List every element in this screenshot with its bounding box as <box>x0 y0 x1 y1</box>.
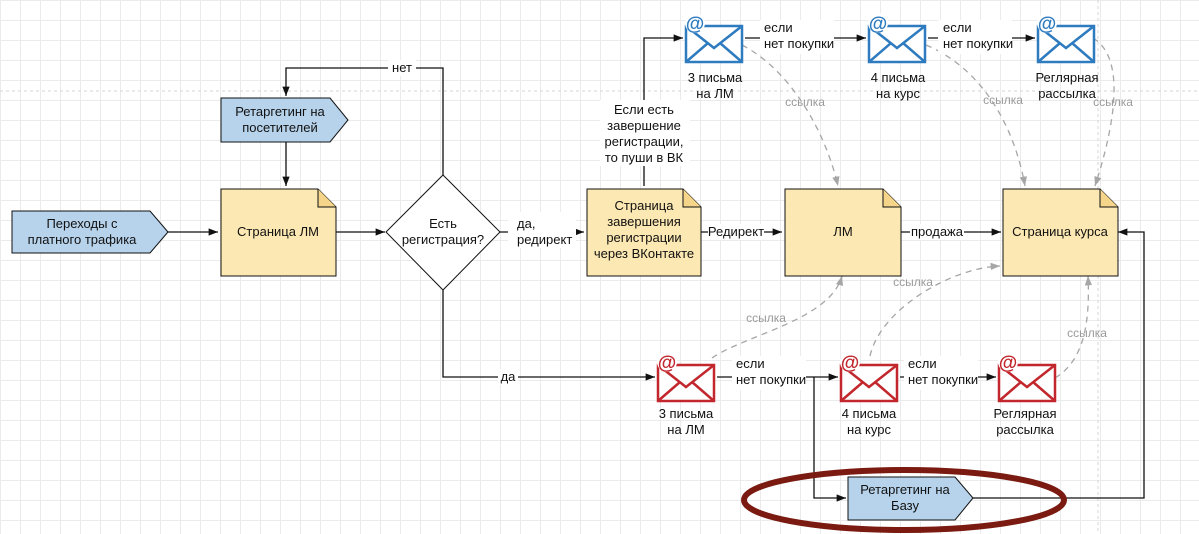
email-bottom-2-label-1: 4 письма <box>842 406 897 421</box>
email-icon: @ <box>684 13 744 64</box>
label-bg <box>760 20 834 54</box>
node-retarget-base-label-1: Ретаргетинг на <box>860 482 950 497</box>
edge-label-no: нет <box>392 60 412 75</box>
email-top-2-label-2: на курс <box>876 86 920 101</box>
node-course[interactable]: Страница курса <box>1002 188 1119 277</box>
edge-label-if-4b: нет покупки <box>908 372 978 387</box>
link-label: ссылка <box>1093 95 1133 109</box>
email-top-1[interactable]: @ <box>684 13 744 64</box>
edge-label-yes-redirect-1: да, <box>517 216 535 231</box>
email-icon: @ <box>1036 13 1096 64</box>
node-retarget-visitors-label-2: посетителей <box>242 120 317 135</box>
edge-yes <box>442 290 655 381</box>
node-traffic-label-1: Переходы с <box>46 216 118 231</box>
edge-label-if-4a: если <box>908 356 937 371</box>
email-bottom-3-label-1: Реглярная <box>993 406 1056 421</box>
node-reg-complete-label-4: через ВКонтакте <box>594 246 694 261</box>
label-bg <box>708 224 764 240</box>
email-top-1-label-1: 3 письма <box>688 70 743 85</box>
edge-label-push-3: регистрации, <box>605 134 684 149</box>
email-top-2-label-1: 4 письма <box>871 70 926 85</box>
email-icon: @ <box>997 352 1057 403</box>
email-bottom-3[interactable]: @ <box>997 352 1057 403</box>
link-edge <box>869 262 1001 357</box>
node-reg-complete-label-2: завершения <box>607 214 681 229</box>
label-bg <box>904 356 978 390</box>
svg-text:@: @ <box>658 353 677 374</box>
node-reg-complete-label-3: регистрации <box>606 230 681 245</box>
edge-to-retarget-base <box>813 377 846 502</box>
email-bottom-2-label-2: на курс <box>847 422 891 437</box>
node-retarget-visitors[interactable]: Ретаргетинг на посетителей <box>220 97 349 143</box>
edge-label-redirect: Редирект <box>708 224 764 239</box>
link-connectors <box>711 37 1115 379</box>
label-bg <box>732 356 806 390</box>
label-bg <box>508 212 576 248</box>
email-top-3[interactable]: @ <box>1036 13 1096 64</box>
edge-label-if-3a: если <box>736 356 765 371</box>
edge-base-to-course <box>973 228 1145 499</box>
node-traffic[interactable]: Переходы с платного трафика <box>11 210 169 254</box>
link-edge <box>1092 37 1115 187</box>
email-bottom-1[interactable]: @ <box>656 352 716 403</box>
label-bg <box>600 100 690 166</box>
edge-label-if-2b: нет покупки <box>943 36 1013 51</box>
node-lm-label: ЛМ <box>833 224 852 239</box>
label-bg <box>910 224 964 240</box>
edge-label-push-2: завершение <box>607 118 681 133</box>
node-reg-complete[interactable]: Страница завершения регистрации через ВК… <box>586 188 702 277</box>
link-label: ссылка <box>785 95 825 109</box>
link-edge <box>925 44 1027 187</box>
node-traffic-label-2: платного трафика <box>28 232 138 247</box>
highlight-ellipse <box>741 467 1067 533</box>
link-label: ссылка <box>983 93 1023 107</box>
email-icon: @ <box>867 13 927 64</box>
svg-text:@: @ <box>841 353 860 374</box>
email-top-3-label-2: рассылка <box>1038 86 1096 101</box>
label-bg <box>498 369 518 385</box>
email-top-3-label-1: Реглярная <box>1035 70 1098 85</box>
node-retarget-base-label-2: Базу <box>891 498 919 513</box>
email-top-2[interactable]: @ <box>867 13 927 64</box>
node-course-label: Страница курса <box>1012 224 1108 239</box>
node-retarget-visitors-label-1: Ретаргетинг на <box>235 104 325 119</box>
email-icon: @ <box>656 352 716 403</box>
edge-label-push-4: то пуши в ВК <box>605 150 684 165</box>
edge-label-push-1: Если есть <box>614 102 674 117</box>
edge-label-if-3b: нет покупки <box>736 372 806 387</box>
edge-label-if-1a: если <box>764 20 793 35</box>
node-decision[interactable]: Есть регистрация? <box>385 174 501 291</box>
edge-label-yes: да <box>501 369 517 384</box>
node-decision-label-2: регистрация? <box>402 232 484 247</box>
link-edge <box>711 275 844 359</box>
node-retarget-base[interactable]: Ретаргетинг на Базу <box>847 476 974 521</box>
label-bg <box>388 60 416 76</box>
email-icon: @ <box>839 352 899 403</box>
node-reg-complete-label-1: Страница <box>615 198 675 213</box>
svg-text:@: @ <box>686 14 705 35</box>
link-label: ссылка <box>746 311 786 325</box>
link-label: ссылка <box>893 275 933 289</box>
edge-no <box>282 67 444 175</box>
edge-label-yes-redirect-2: редирект <box>517 232 572 247</box>
svg-text:@: @ <box>1038 14 1057 35</box>
email-bottom-1-label-1: 3 письма <box>659 406 714 421</box>
email-bottom-2[interactable]: @ <box>839 352 899 403</box>
svg-text:@: @ <box>869 14 888 35</box>
node-lm[interactable]: ЛМ <box>784 188 902 277</box>
node-page-lm[interactable]: Страница ЛМ <box>220 188 337 277</box>
label-bg <box>938 20 1012 54</box>
node-page-lm-label: Страница ЛМ <box>237 224 319 239</box>
link-label: ссылка <box>1067 326 1107 340</box>
email-bottom-3-label-2: рассылка <box>996 422 1054 437</box>
edge-label-sale: продажа <box>911 224 964 239</box>
node-decision-label-1: Есть <box>429 216 457 231</box>
email-top-1-label-2: на ЛМ <box>696 86 733 101</box>
email-bottom-1-label-2: на ЛМ <box>667 422 704 437</box>
svg-text:@: @ <box>999 353 1018 374</box>
link-edge <box>741 44 840 187</box>
edge-label-if-1b: нет покупки <box>764 36 834 51</box>
edge-label-if-2a: если <box>943 20 972 35</box>
